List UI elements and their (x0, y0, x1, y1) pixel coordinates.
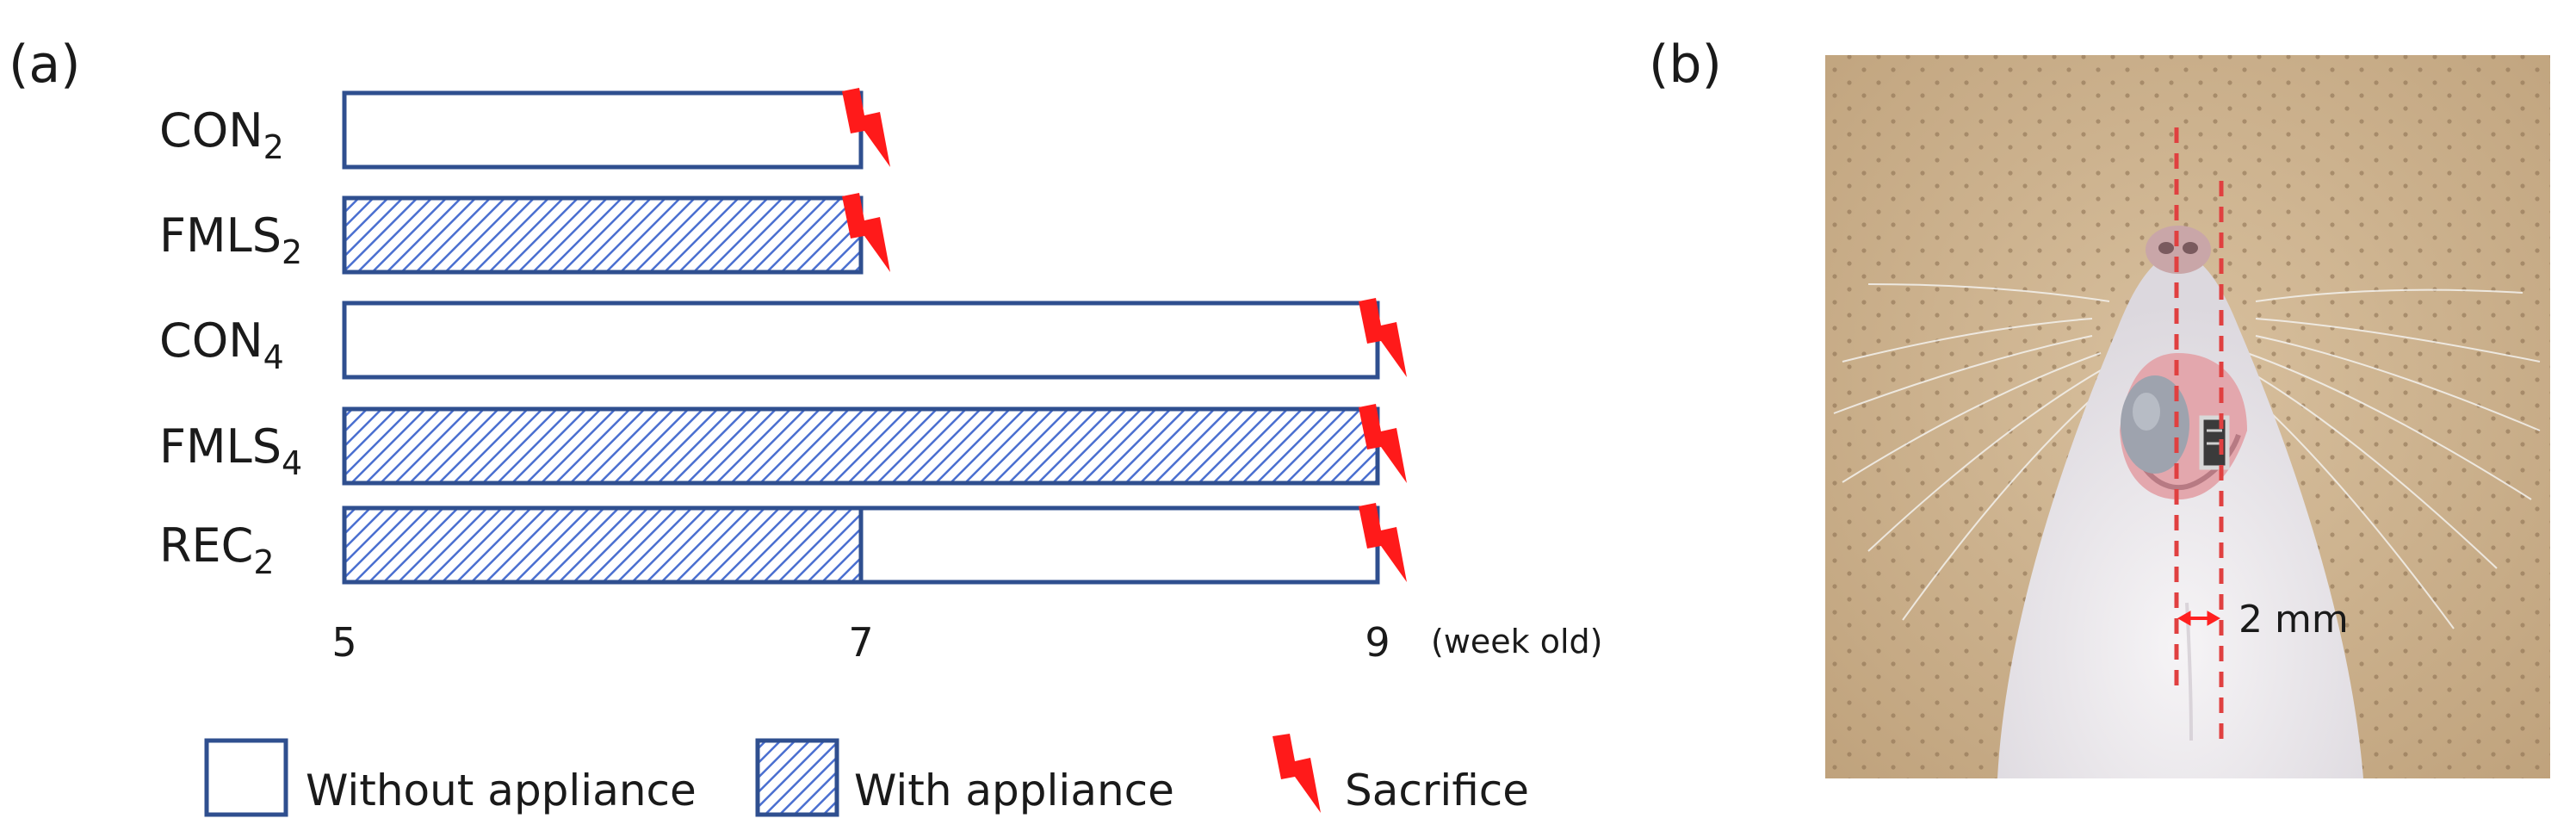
legend: Without appliance With appliance Sacrifi… (204, 734, 1529, 817)
legend-sacrifice-label: Sacrifice (1345, 766, 1529, 815)
legend-with-swatch (755, 738, 839, 817)
row-label: FMLS4 (159, 419, 302, 482)
row-label-name: REC (159, 518, 253, 573)
timeline-row-1 (342, 90, 864, 170)
rat-head (1997, 250, 2363, 778)
sacrifice-marker (842, 88, 890, 167)
legend-with-label: With appliance (854, 766, 1174, 815)
sacrifice-marker (1359, 298, 1407, 377)
legend-sacrifice-icon (1273, 734, 1321, 813)
row-label: REC2 (159, 518, 275, 581)
axis-tick-label: 7 (848, 619, 873, 666)
rat-nose (2146, 226, 2211, 274)
row-label: FMLS2 (159, 208, 302, 271)
timeline-row-2 (342, 195, 864, 275)
panel-b-label: (b) (1649, 34, 1722, 95)
legend-without-swatch (204, 738, 288, 817)
row-label: CON4 (159, 313, 284, 376)
timeline-bars (342, 90, 1380, 585)
row-label-subscript: 4 (282, 444, 302, 482)
sacrifice-markers (842, 88, 1407, 582)
row-label-name: CON (159, 103, 263, 158)
row-label-subscript: 2 (263, 128, 284, 166)
axis-tick-label: 5 (331, 619, 356, 666)
row-label-subscript: 4 (263, 338, 284, 376)
measurement-arrow (2177, 611, 2221, 626)
row-label-name: CON (159, 313, 263, 368)
axis-tick-label: 9 (1365, 619, 1390, 666)
sacrifice-marker (1359, 503, 1407, 582)
bar-without-segment (344, 93, 861, 167)
bar-without-segment (344, 303, 1378, 377)
row-label-name: FMLS (159, 208, 282, 263)
sacrifice-marker (842, 193, 890, 272)
panel-a-label: (a) (9, 34, 81, 95)
legend-without-label: Without appliance (306, 766, 697, 815)
sacrifice-marker (1359, 404, 1407, 483)
bar-with-appliance-segment (344, 508, 861, 582)
timeline-row-5 (342, 505, 1380, 585)
rat-photo (1825, 55, 2550, 778)
bar-with-appliance-segment (344, 198, 861, 272)
timeline-row-3 (342, 301, 1380, 380)
row-label-name: FMLS (159, 419, 282, 474)
row-label-subscript: 2 (253, 543, 274, 581)
timeline-row-4 (342, 406, 1380, 486)
axis-unit-label: (week old) (1431, 623, 1603, 660)
row-label-subscript: 2 (282, 233, 302, 271)
axis-ticks: 5 7 9 (331, 619, 1390, 666)
row-label: CON2 (159, 103, 284, 166)
bar-with-appliance-segment (344, 409, 1378, 483)
measurement-label: 2 mm (2239, 598, 2349, 642)
